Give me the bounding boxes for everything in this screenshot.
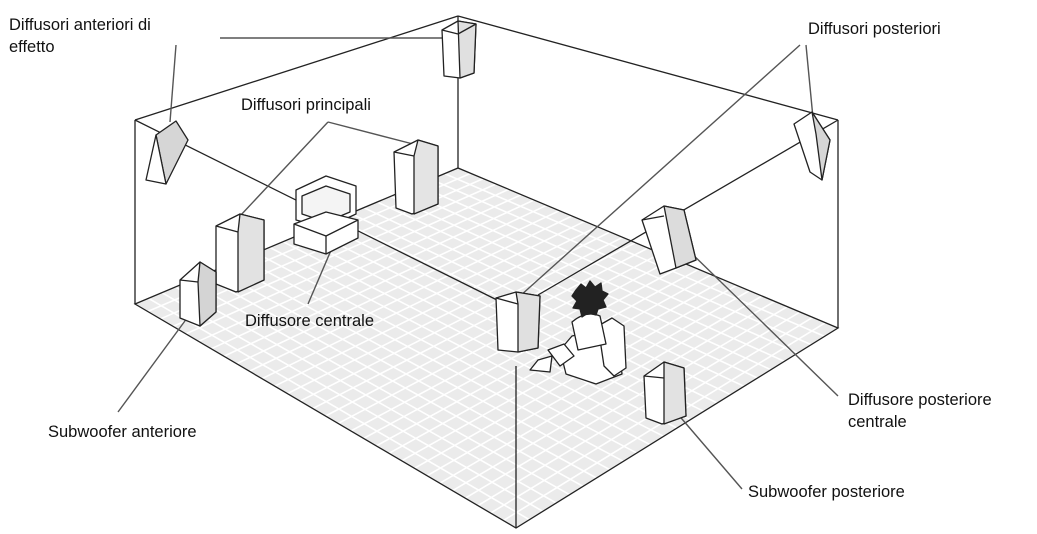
rear-center-speaker [641,205,697,275]
leader-lines [117,37,839,490]
main-speaker-left [215,213,265,293]
label-front-subwoofer: Subwoofer anteriore [48,423,197,441]
television [293,175,359,255]
main-speaker-back [393,139,439,215]
rear-speaker-right [793,111,831,181]
front-effect-speaker-left [145,120,189,185]
label-main-speakers: Diffusori principali [241,96,371,114]
label-rear-speakers: Diffusori posteriori [808,20,941,38]
listener-in-armchair [529,280,627,385]
label-center-speaker: Diffusore centrale [245,312,375,330]
front-effect-speaker-back [441,20,477,79]
label-rear-subwoofer: Subwoofer posteriore [748,483,905,501]
rear-subwoofer [643,361,687,425]
front-subwoofer [179,261,217,327]
front-right-speaker [495,291,541,353]
label-front-effect-speakers: Diffusori anteriori di effetto [9,16,151,56]
label-rear-center-speaker: Diffusore posteriore centrale [848,391,992,431]
